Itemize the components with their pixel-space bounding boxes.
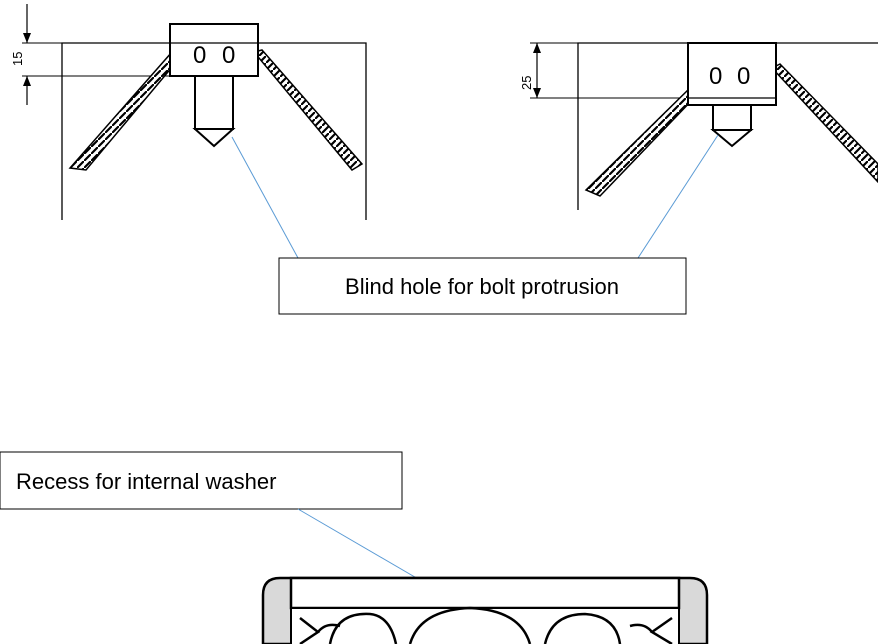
right-depth-label: 25 (519, 76, 534, 90)
right-hole-mark-1: 0 (709, 63, 722, 90)
right-hole-mark-2: 0 (737, 63, 750, 90)
left-hole-mark-2: 0 (222, 42, 235, 69)
recess-callout: Recess for internal washer (0, 451, 445, 595)
recess-label-box (0, 451, 403, 510)
left-blind-hole (192, 75, 236, 148)
blind-hole-label-box (278, 257, 687, 315)
right-screw-right (770, 63, 878, 184)
part-inner-cavity (290, 607, 680, 644)
left-screw-left (68, 50, 179, 171)
left-hole-mark-1: 0 (193, 42, 206, 69)
recess-label: Recess for internal washer (16, 469, 276, 494)
right-dimension: 25 (519, 43, 541, 98)
right-screw-left (584, 86, 697, 197)
leader-right (637, 134, 719, 259)
right-blind-hole (710, 104, 754, 148)
leader-left (231, 136, 299, 259)
right-connector-block (687, 42, 777, 106)
left-depth-label: 15 (10, 52, 25, 66)
washer-recess (289, 576, 681, 610)
left-screw-right (252, 49, 364, 171)
left-detail: 15 0 0 (10, 4, 367, 220)
blind-hole-label: Blind hole for bolt protrusion (345, 274, 619, 299)
right-detail: 25 0 0 (519, 42, 878, 210)
left-dimension: 15 (10, 4, 31, 105)
washer-part (261, 576, 709, 644)
blind-hole-callout: Blind hole for bolt protrusion (231, 134, 719, 315)
internal-lobes (299, 606, 673, 644)
left-connector-block (169, 23, 259, 77)
